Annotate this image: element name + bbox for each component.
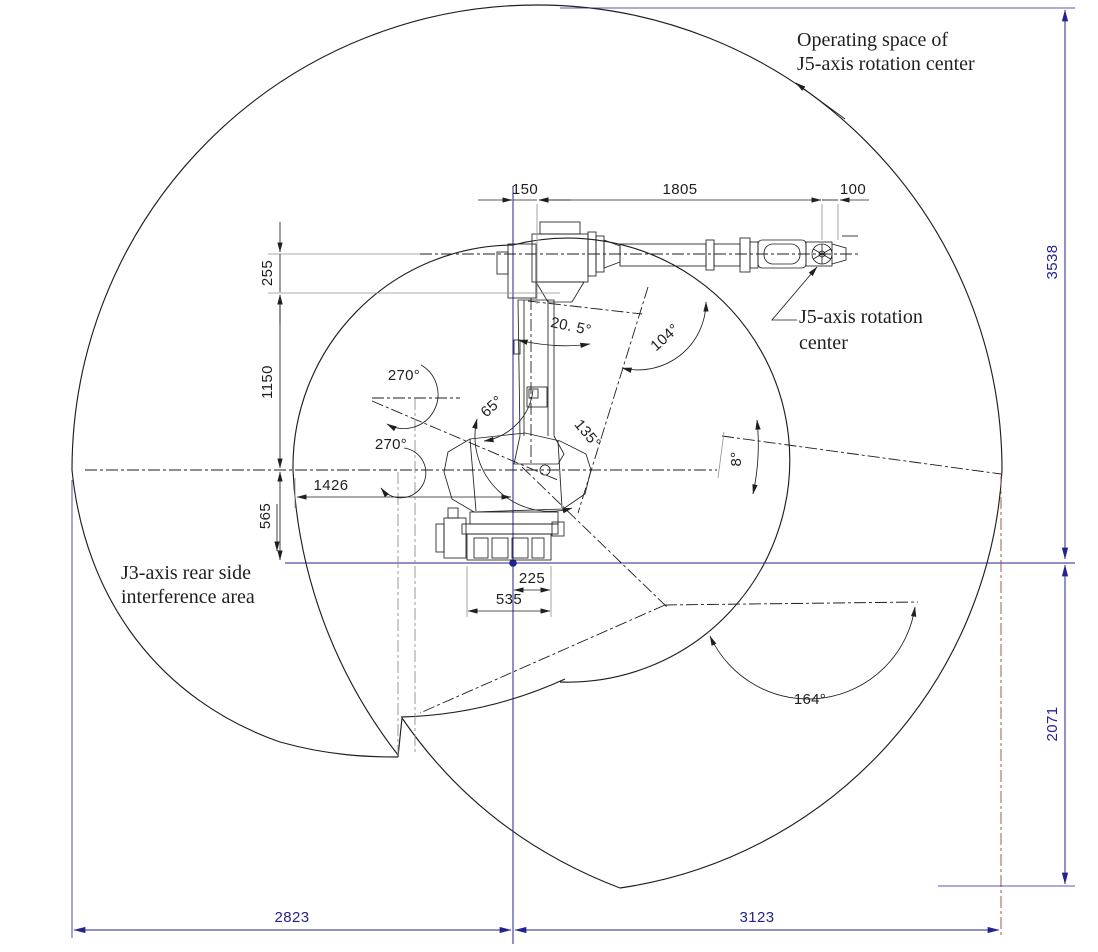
angle-8-label: 8°: [728, 452, 745, 467]
origin-dot: [509, 559, 517, 567]
j5-center-leader: [771, 266, 818, 321]
dim-3123: 3123: [740, 909, 775, 926]
arc-164: [709, 606, 917, 700]
operating-space-leader: [795, 82, 846, 120]
angle-104-label: 104°: [647, 321, 682, 355]
dim-150: 150: [512, 181, 538, 198]
dim-255: 255: [259, 260, 276, 286]
dim-100: 100: [840, 181, 866, 198]
dim-225: 225: [519, 570, 545, 587]
arc-8: [752, 419, 761, 495]
arc-135: [472, 418, 573, 514]
angle-65-label: 65°: [478, 392, 507, 420]
j3-upper-limit-line: [527, 300, 643, 315]
angle-164-label: 164°: [794, 691, 826, 708]
dim-1426: 1426: [314, 477, 349, 494]
arc-270-lower: [380, 447, 427, 499]
j3-area-label-line2: interference area: [121, 586, 255, 608]
lower-limit-line: [521, 466, 669, 609]
angle-270-lower-label: 270°: [375, 436, 407, 453]
arc-65: [483, 389, 534, 443]
dim-3538: 3538: [1044, 245, 1061, 280]
arc-20-5: [517, 339, 591, 349]
dim-1805: 1805: [663, 181, 698, 198]
operating-space-label-line1: Operating space of: [797, 29, 948, 51]
outer-envelope-boundary: [71, 4, 1003, 889]
bottom-range-ray-left: [419, 604, 666, 714]
operating-space-label-line2: J5-axis rotation center: [797, 53, 975, 75]
angle-20-5-label: 20. 5°: [549, 314, 593, 339]
robot-body: [435, 221, 858, 561]
j5-center-label-line2: center: [799, 332, 848, 354]
dim-2071: 2071: [1044, 707, 1061, 742]
j3-area-label-line1: J3-axis rear side: [121, 562, 251, 584]
angle-270-upper-label: 270°: [388, 367, 420, 384]
dim-565: 565: [257, 503, 274, 529]
angle-135-label: 135°: [571, 416, 605, 452]
dim-1150: 1150: [259, 365, 276, 399]
j5-rotation-center-mark: [811, 243, 833, 265]
angle-annotations: 20. 5° 104° 135° 65° 270° 270° 8° 164°: [375, 301, 917, 708]
inner-envelope-boundary: [292, 237, 791, 756]
dim-535: 535: [496, 591, 522, 608]
dimensions-black: 150 1805 100 255 1150 565 1426 535 225: [257, 181, 869, 617]
arc-270-upper: [386, 364, 439, 432]
j5-center-label-line1: J5-axis rotation: [799, 306, 923, 328]
construction-lines: [85, 186, 1075, 944]
eight-degree-stub: [717, 431, 725, 479]
arc-104: [621, 301, 709, 373]
dimensions-blue: 3538 2071 2823 3123: [71, 7, 1075, 938]
eight-degree-line: [721, 435, 1002, 475]
dim-2823: 2823: [275, 909, 310, 926]
callouts: Operating space of J5-axis rotation cent…: [121, 29, 975, 608]
bottom-range-ray-right: [664, 601, 919, 606]
